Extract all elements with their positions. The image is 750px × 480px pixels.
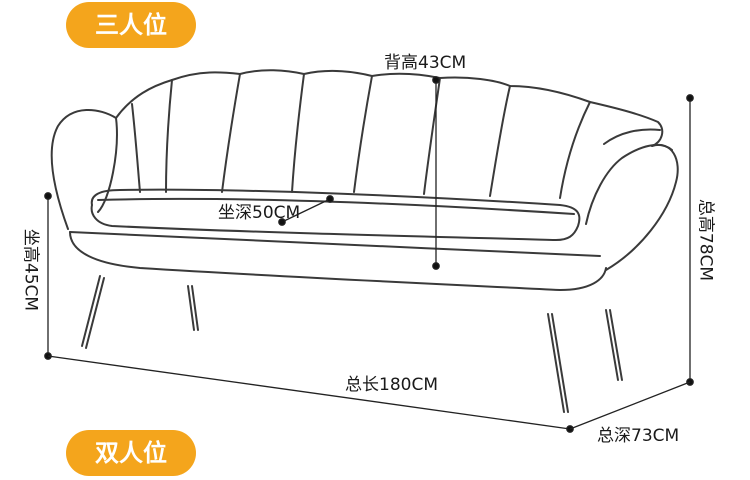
sofa-back	[115, 69, 664, 147]
seat-depth-line	[281, 198, 331, 223]
back-height-top-dot	[432, 76, 440, 84]
leg-back-left	[187, 285, 195, 331]
total-length-line	[47, 355, 571, 430]
left-arm	[50, 108, 118, 230]
total-height-label: 总高78CM	[695, 198, 716, 282]
three-seater-badge: 三人位	[66, 2, 196, 48]
leg-front-left	[81, 275, 101, 347]
seat-depth-label: 坐深50CM	[218, 203, 301, 223]
leg-front-right	[547, 313, 565, 413]
two-seater-badge: 双人位	[66, 430, 196, 476]
total-depth-label: 总深73CM	[597, 426, 680, 446]
leg-back-right	[605, 309, 619, 381]
total-depth-line	[569, 381, 691, 430]
sofa-base	[69, 231, 607, 291]
back-height-label: 背高43CM	[384, 53, 467, 73]
back-height-bottom-dot	[432, 262, 440, 270]
total-length-label: 总长180CM	[345, 375, 438, 395]
seat-height-label: 坐高45CM	[20, 228, 41, 312]
seat-cushion	[90, 188, 581, 241]
